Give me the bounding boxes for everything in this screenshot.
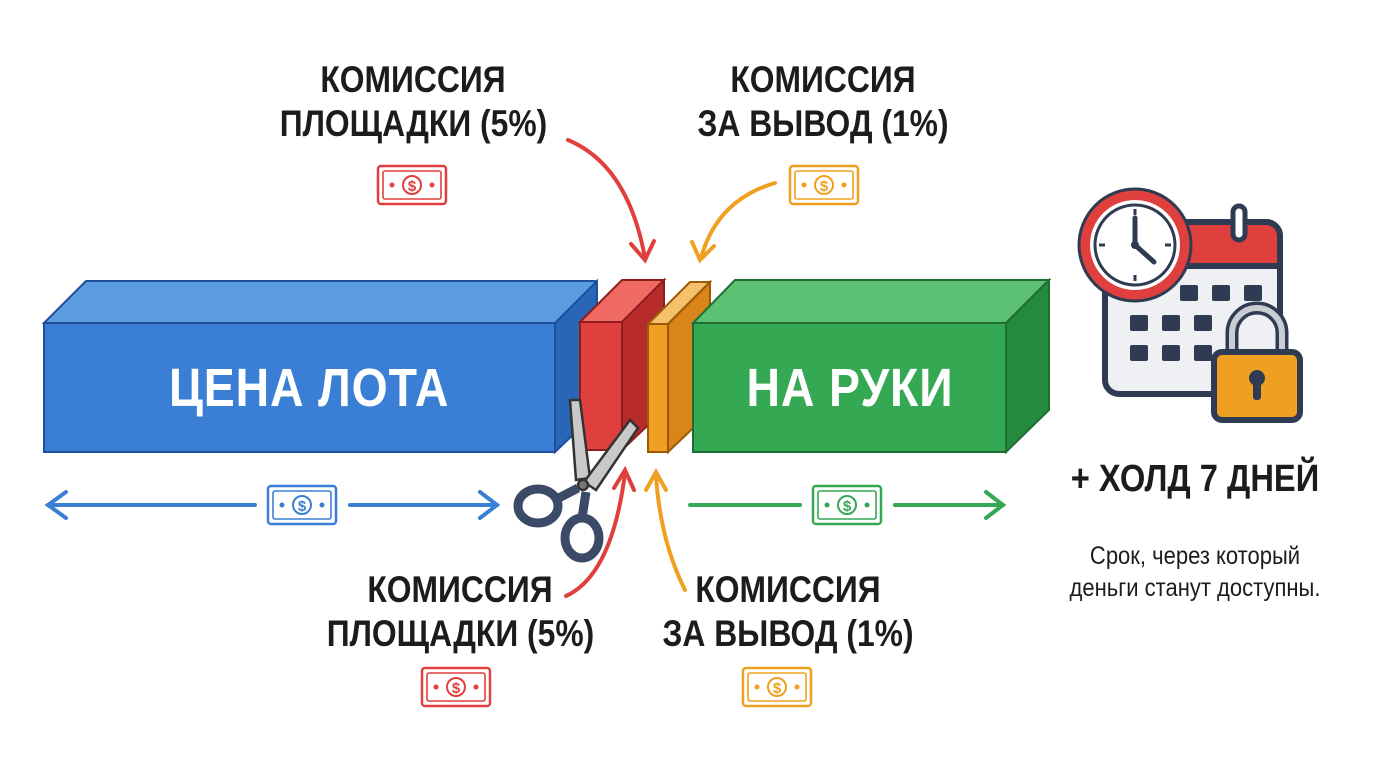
price-label: ЦЕНА ЛОТА	[169, 358, 450, 418]
banknote-icon	[420, 666, 492, 708]
platform-fee-label-bottom: КОМИССИЯ ПЛОЩАДКИ (5%)	[326, 568, 595, 656]
fee-title: КОМИССИЯ	[320, 59, 506, 100]
lock-icon	[1211, 301, 1303, 423]
hold-title: + ХОЛД 7 ДНЕЙ	[1070, 458, 1320, 500]
withdraw-fee-arrow-bottom	[644, 467, 687, 592]
fee-title: КОМИССИЯ	[730, 59, 916, 100]
banknote-icon	[741, 666, 813, 708]
banknote-icon	[788, 164, 860, 206]
withdraw-fee-label-bottom: КОМИССИЯ ЗА ВЫВОД (1%)	[655, 568, 922, 656]
fee-detail: ПЛОЩАДКИ (5%)	[326, 613, 595, 654]
net-label: НА РУКИ	[746, 358, 954, 418]
fee-detail: ЗА ВЫВОД (1%)	[662, 613, 914, 654]
price-block	[41, 278, 598, 455]
fee-title: КОМИССИЯ	[695, 569, 881, 610]
banknote-icon	[266, 484, 338, 526]
withdraw-fee-label-top: КОМИССИЯ ЗА ВЫВОД (1%)	[690, 58, 957, 146]
banknote-icon	[811, 484, 883, 526]
withdraw-fee-arrow-top	[690, 181, 777, 264]
fee-detail: ЗА ВЫВОД (1%)	[697, 103, 949, 144]
price-range-arrow	[44, 490, 501, 520]
net-range-arrow	[688, 490, 1007, 520]
fee-title: КОМИССИЯ	[367, 569, 553, 610]
platform-fee-label-top: КОМИССИЯ ПЛОЩАДКИ (5%)	[279, 58, 548, 146]
clock-icon	[1077, 187, 1193, 303]
scissors-icon	[513, 398, 640, 563]
net-block	[690, 277, 1052, 455]
banknote-icon	[376, 164, 448, 206]
hold-description-line: Срок, через который	[1089, 542, 1301, 570]
hold-description-line: деньги станут доступны.	[1069, 574, 1321, 602]
hold-description: Срок, через который деньги станут доступ…	[1050, 540, 1340, 604]
platform-fee-arrow-bottom	[564, 465, 636, 598]
platform-fee-arrow-top	[566, 138, 656, 264]
fee-detail: ПЛОЩАДКИ (5%)	[279, 103, 548, 144]
